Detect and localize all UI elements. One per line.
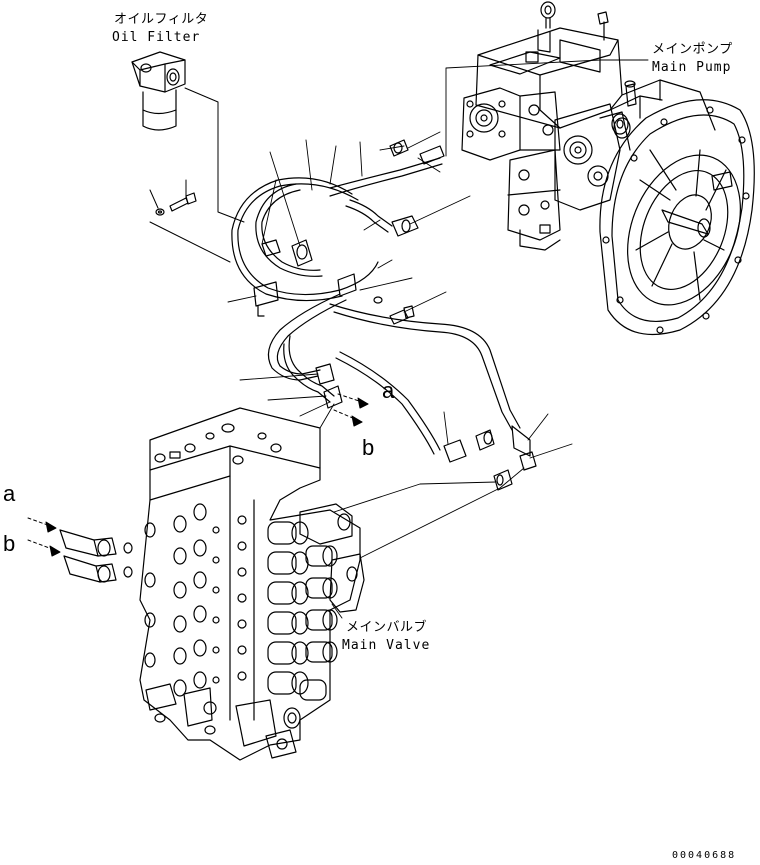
- main-pump-label-jp: メインポンプ: [652, 42, 733, 57]
- connection-arrows: [27, 393, 369, 557]
- connection-mark-a-valve: a: [3, 481, 16, 506]
- connection-mark-a-hose: a: [382, 378, 395, 403]
- leader-lines: [227, 59, 649, 619]
- bolt-and-washer: [155, 192, 197, 216]
- connection-mark-b-hose: b: [362, 435, 375, 460]
- valve-left-spools: [144, 503, 207, 697]
- oil-filter-label-en: Oil Filter: [112, 30, 201, 45]
- main-valve-label-en: Main Valve: [342, 638, 431, 653]
- main-pump-label-en: Main Pump: [652, 60, 732, 75]
- document-number: 00040688: [672, 850, 737, 861]
- main-valve-label-jp: メインバルブ: [346, 620, 428, 635]
- hose-assembly-lower: [267, 293, 537, 491]
- main-valve: [59, 407, 365, 761]
- valve-center-ports: [212, 515, 247, 684]
- connection-mark-b-valve: b: [3, 531, 16, 556]
- oil-filter-label-jp: オイルフィルタ: [114, 12, 209, 27]
- valve-right-spools: [267, 521, 338, 701]
- oil-filter: [131, 51, 186, 131]
- hose-assembly-upper: [231, 139, 445, 325]
- main-pump: [461, 1, 755, 336]
